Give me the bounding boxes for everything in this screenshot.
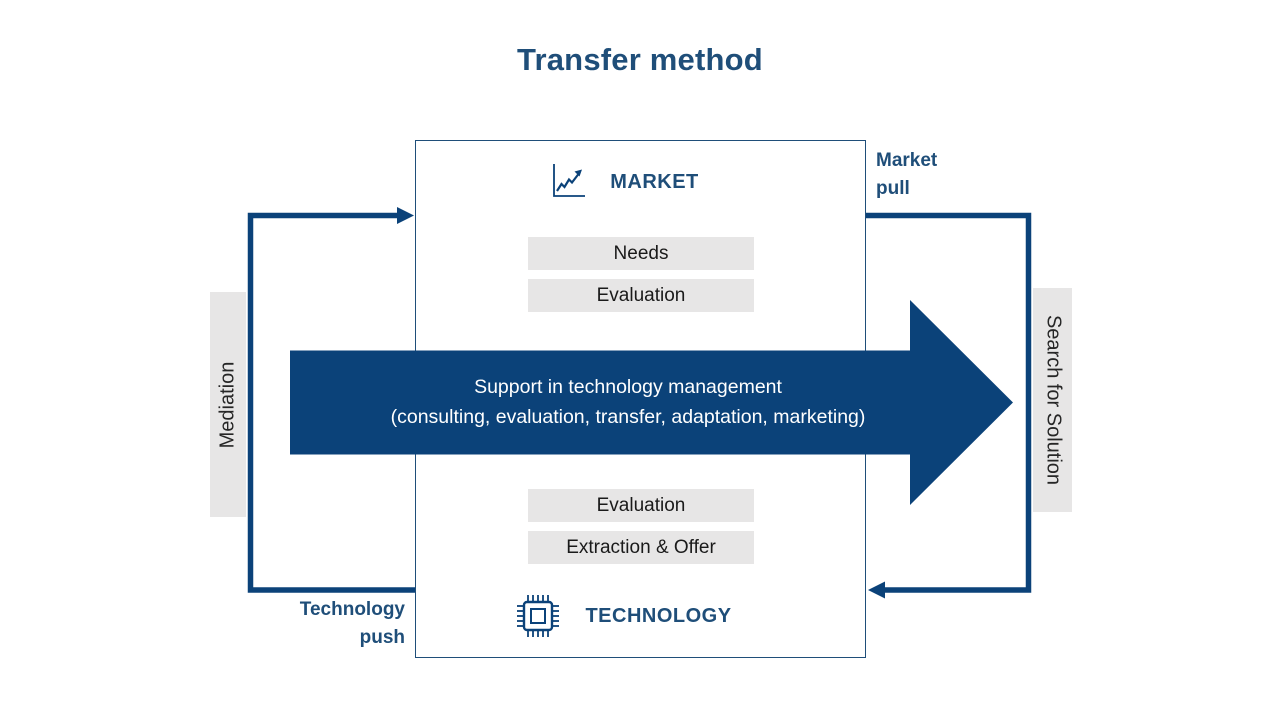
right-loop-arrowhead-icon <box>868 581 885 599</box>
line-chart-icon <box>553 164 586 197</box>
support-arrow-text: Support in technology management (consul… <box>290 348 966 456</box>
technology-item-evaluation: Evaluation <box>528 489 754 522</box>
technology-item-extraction-offer: Extraction & Offer <box>528 531 754 564</box>
technology-section-header: TECHNOLOGY <box>398 590 847 642</box>
search-for-solution-label-box: Search for Solution <box>1033 288 1072 512</box>
technology-label: TECHNOLOGY <box>585 604 732 627</box>
mediation-label-box: Mediation <box>210 292 246 517</box>
market-item-evaluation: Evaluation <box>528 279 754 312</box>
market-pull-label: Market pull <box>876 150 938 199</box>
left-loop-arrowhead-icon <box>397 207 414 224</box>
microchip-icon <box>517 595 560 637</box>
technology-push-label: Technology push <box>299 599 405 648</box>
support-arrow-line2: (consulting, evaluation, transfer, adapt… <box>390 406 866 428</box>
market-section-header: MARKET <box>398 159 847 205</box>
mediation-label: Mediation <box>216 361 239 448</box>
page-title: Transfer method <box>517 42 763 77</box>
search-for-solution-label: Search for Solution <box>1042 314 1064 486</box>
support-arrow-line1: Support in technology management <box>474 376 782 398</box>
market-label: MARKET <box>610 170 699 193</box>
market-item-needs: Needs <box>528 237 754 270</box>
